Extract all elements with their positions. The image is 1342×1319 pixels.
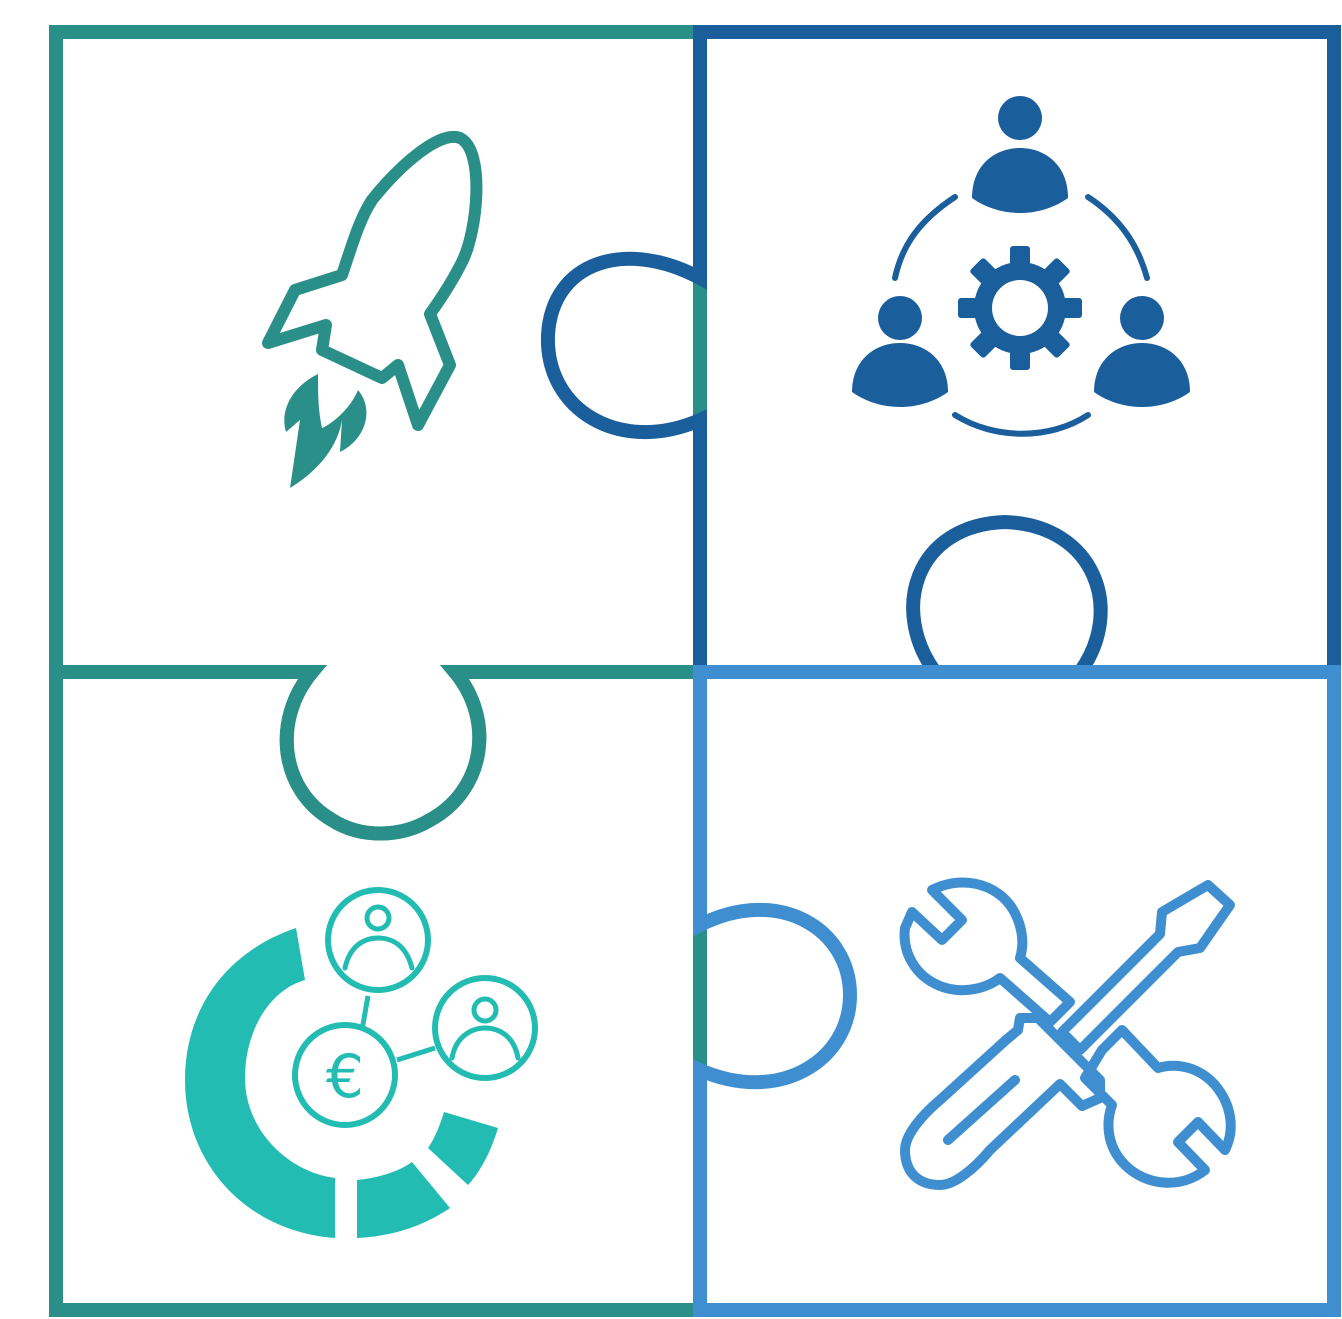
rocket-icon	[262, 130, 483, 431]
puzzle-piece-bottom-right	[693, 665, 1341, 1317]
rocket-flame-icon	[284, 374, 367, 488]
puzzle-piece-bottom-left	[49, 665, 707, 1317]
puzzle-piece-top-right	[540, 25, 1341, 679]
euro-symbol: €	[326, 1042, 364, 1112]
puzzle-piece-top-left	[49, 25, 707, 841]
euro-network-icon: €	[185, 887, 538, 1238]
tools-icon	[899, 877, 1236, 1190]
screwdriver-icon	[900, 880, 1235, 1190]
wrench-icon	[899, 877, 1236, 1188]
team-gear-icon	[852, 96, 1190, 437]
gear-icon	[958, 246, 1082, 370]
